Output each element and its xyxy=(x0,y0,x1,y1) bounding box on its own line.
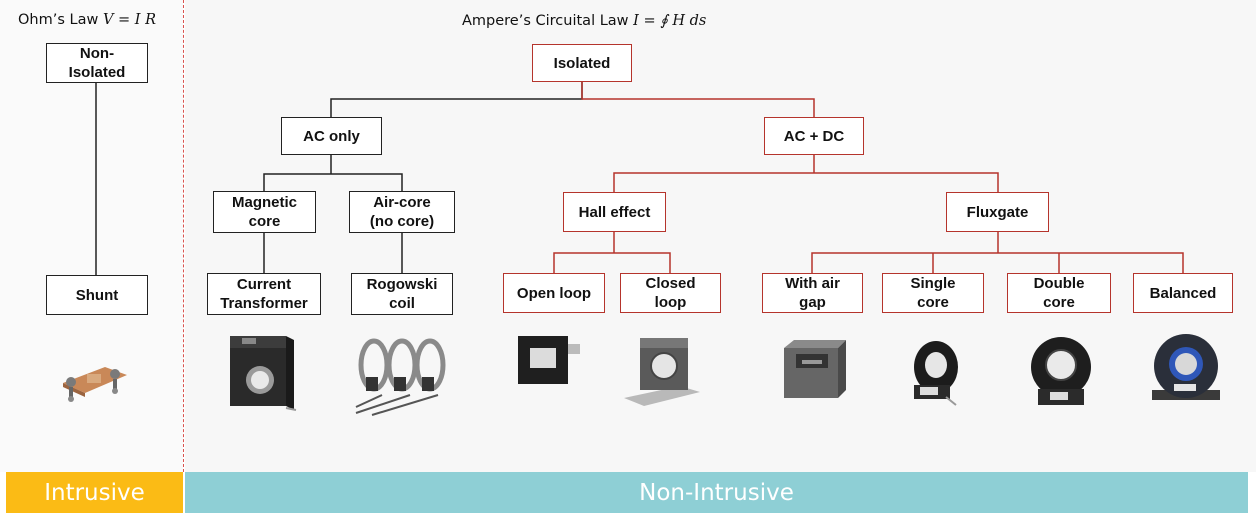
amperes-law-formula: I = ∮ H ds xyxy=(633,13,707,29)
current-transformer-node: Current Transformer xyxy=(207,273,321,315)
ohms-law-formula: V = I R xyxy=(102,12,157,28)
fluxgate-node: Fluxgate xyxy=(946,192,1049,232)
ohms-law-name: Ohm’s Law xyxy=(18,12,99,28)
connector-acOnly-children xyxy=(263,155,403,191)
isolated-node: Isolated xyxy=(532,44,632,82)
double-core-fluxgate-photo xyxy=(1031,337,1091,405)
non-intrusive-band: Non-Intrusive xyxy=(185,472,1248,513)
intrusive-band: Intrusive xyxy=(6,472,183,513)
non-isolated-node: Non- Isolated xyxy=(46,43,148,83)
air-gap-fluxgate-photo xyxy=(784,340,846,398)
air-core-node: Air-core (no core) xyxy=(349,191,455,233)
rogowski-coil-photo xyxy=(355,338,446,416)
shunt-node: Shunt xyxy=(46,275,148,315)
ohms-law-label: Ohm’s Law V = I R xyxy=(18,12,156,28)
closed-loop-node: Closed loop xyxy=(620,273,721,313)
connector-hall-children xyxy=(553,232,671,273)
closed-loop-sensor-photo xyxy=(624,338,700,406)
single-core-node: Single core xyxy=(882,273,984,313)
magnetic-core-node: Magnetic core xyxy=(213,191,316,233)
with-air-gap-node: With air gap xyxy=(762,273,863,313)
intrusive-divider xyxy=(183,0,184,472)
open-loop-sensor-photo xyxy=(518,336,580,384)
amperes-law-label: Ampere’s Circuital Law I = ∮ H ds xyxy=(462,13,706,29)
connector-fluxgate-children xyxy=(811,232,1184,273)
rogowski-coil-node: Rogowski coil xyxy=(351,273,453,315)
connector-isolated-acOnly xyxy=(330,82,583,117)
ac-dc-node: AC + DC xyxy=(764,117,864,155)
ac-only-node: AC only xyxy=(281,117,382,155)
balanced-fluxgate-photo xyxy=(1152,334,1220,400)
amperes-law-name: Ampere’s Circuital Law xyxy=(462,13,629,29)
open-loop-node: Open loop xyxy=(503,273,605,313)
hall-effect-node: Hall effect xyxy=(563,192,666,232)
current-transformer-photo xyxy=(230,336,297,411)
double-core-node: Double core xyxy=(1007,273,1111,313)
balanced-node: Balanced xyxy=(1133,273,1233,313)
single-core-fluxgate-photo xyxy=(914,341,958,406)
connector-isolated-acdc xyxy=(581,82,815,117)
shunt-photo xyxy=(63,367,127,402)
connector-acdc-children xyxy=(613,155,999,192)
